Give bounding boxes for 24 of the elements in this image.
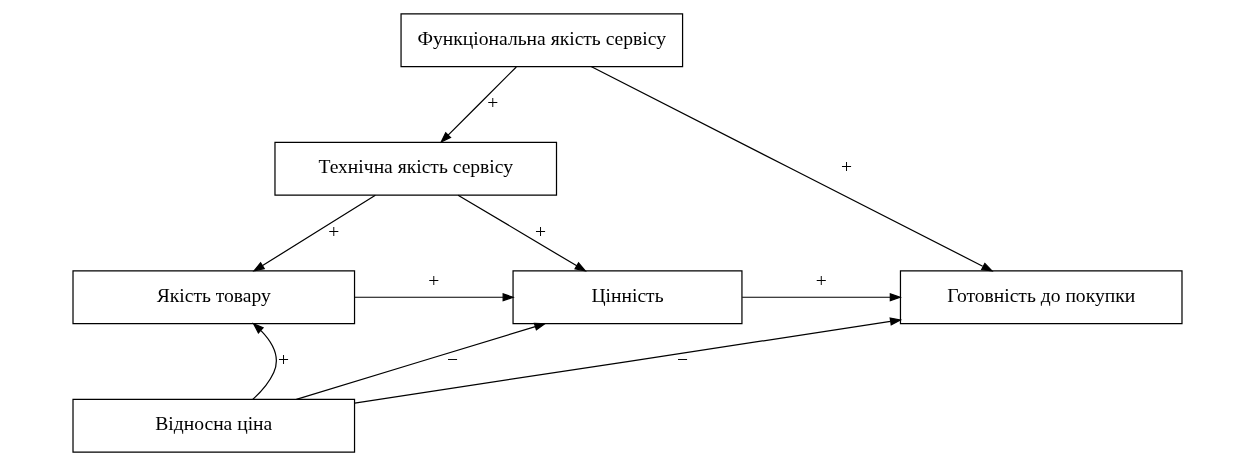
node-box: Технічна якість сервісу bbox=[273, 141, 557, 196]
edge-label: + bbox=[277, 348, 289, 370]
arrow bbox=[439, 65, 517, 143]
node-box: Готовність до покупки bbox=[899, 269, 1183, 324]
node-box: Функціональна якість сервісу bbox=[399, 12, 683, 67]
edge-label: − bbox=[676, 348, 688, 370]
edge-label: − bbox=[446, 348, 458, 370]
edge-label: + bbox=[815, 269, 827, 291]
edge-label: + bbox=[840, 155, 852, 177]
node-box: Цінність bbox=[511, 269, 743, 324]
arrow bbox=[353, 292, 515, 302]
arrow bbox=[741, 292, 902, 302]
edge-label: + bbox=[427, 269, 439, 291]
arrow bbox=[295, 322, 547, 400]
edge-label: + bbox=[486, 91, 498, 113]
arrow bbox=[456, 194, 587, 272]
arrow bbox=[251, 321, 277, 400]
arrow bbox=[353, 316, 902, 404]
node-box: Якість товару bbox=[71, 269, 355, 324]
edge-label: + bbox=[534, 220, 546, 242]
node-box: Відносна ціна bbox=[71, 398, 355, 453]
arrow bbox=[589, 65, 994, 272]
arrow bbox=[252, 194, 376, 272]
edge-label: + bbox=[327, 220, 339, 242]
